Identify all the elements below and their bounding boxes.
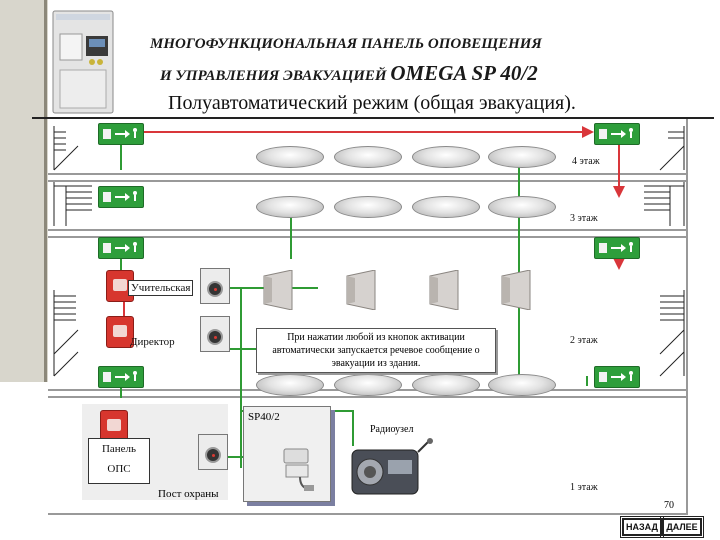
left-decor-line bbox=[44, 0, 47, 382]
ceiling-speaker bbox=[412, 196, 480, 218]
page-title-line2: И УПРАВЛЕНИЯ ЭВАКУАЦИЕЙ OMEGA SP 40/2 bbox=[160, 61, 720, 86]
model-name: OMEGA SP 40/2 bbox=[390, 61, 538, 85]
director-station: Директор bbox=[96, 312, 230, 352]
floor-label-3: 3 этаж bbox=[570, 213, 598, 224]
ceiling-speaker bbox=[334, 374, 402, 396]
signal-line bbox=[120, 384, 122, 398]
page-title-line2-text: И УПРАВЛЕНИЯ ЭВАКУАЦИЕЙ bbox=[160, 68, 387, 84]
signal-line bbox=[330, 410, 352, 412]
teacher-room-station: Учительская bbox=[96, 266, 230, 304]
subtitle-underline bbox=[32, 117, 714, 119]
page-title-line1: МНОГОФУНКЦИОНАЛЬНАЯ ПАНЕЛЬ ОПОВЕЩЕНИЯ bbox=[150, 36, 542, 52]
page-subtitle: Полуавтоматический режим (общая эвакуаци… bbox=[168, 92, 576, 114]
ceiling-speaker bbox=[488, 374, 556, 396]
exit-sign bbox=[98, 237, 144, 259]
exit-arrow-icon bbox=[103, 242, 137, 253]
ceiling-speaker bbox=[488, 196, 556, 218]
next-button[interactable]: ДАЛЕЕ bbox=[660, 516, 704, 538]
evacuation-route bbox=[618, 128, 620, 188]
exit-arrow-icon bbox=[103, 371, 137, 382]
fire-panel-label: Панель ОПС bbox=[88, 438, 150, 484]
staircase-icon bbox=[659, 290, 685, 377]
evacuation-route bbox=[142, 131, 592, 133]
ceiling-speaker bbox=[256, 196, 324, 218]
ceiling-speaker bbox=[334, 146, 402, 168]
route-arrow-icon bbox=[613, 186, 625, 198]
exit-sign bbox=[594, 123, 640, 145]
sp40-label: SP40/2 bbox=[248, 411, 280, 423]
back-button[interactable]: НАЗАД bbox=[620, 516, 664, 538]
floor-label-4: 4 этаж bbox=[572, 156, 600, 167]
omega-panel-image bbox=[52, 10, 114, 114]
floor-separator bbox=[48, 173, 686, 182]
exit-sign bbox=[594, 237, 640, 259]
route-arrow-icon bbox=[613, 258, 625, 270]
signal-line bbox=[225, 456, 243, 458]
ceiling-speaker bbox=[334, 196, 402, 218]
fire-panel-label-line1: Панель bbox=[101, 443, 137, 455]
activation-note: При нажатии любой из кнопок активации ав… bbox=[256, 328, 496, 373]
staircase-icon bbox=[53, 126, 79, 171]
floor-label-1: 1 этаж bbox=[570, 482, 598, 493]
signal-line bbox=[120, 140, 122, 170]
exit-sign bbox=[98, 366, 144, 388]
activation-key-switch[interactable] bbox=[200, 316, 230, 352]
staircase-icon bbox=[53, 290, 79, 377]
microphone-icon bbox=[283, 448, 314, 491]
exit-arrow-icon bbox=[599, 371, 633, 382]
exit-arrow-icon bbox=[103, 128, 137, 139]
page-number: 70 bbox=[664, 500, 674, 511]
manual-call-point[interactable] bbox=[106, 316, 134, 348]
exit-arrow-icon bbox=[103, 191, 137, 202]
exit-sign bbox=[98, 186, 144, 208]
sp40-unit: SP40/2 bbox=[243, 406, 331, 502]
signal-line bbox=[352, 410, 354, 446]
manual-call-point[interactable] bbox=[100, 410, 128, 442]
radio-node-icon bbox=[351, 438, 433, 495]
radio-node-label: Радиоузел bbox=[370, 424, 414, 435]
signal-line bbox=[228, 348, 256, 350]
signal-line bbox=[240, 288, 242, 468]
wall-speaker-icon bbox=[429, 270, 459, 310]
activation-key-switch[interactable] bbox=[200, 268, 230, 304]
staircase-icon bbox=[659, 126, 685, 171]
floor-label-2: 2 этаж bbox=[570, 335, 598, 346]
floor-separator bbox=[48, 229, 686, 238]
wall-speaker-icon bbox=[346, 270, 376, 310]
wall-speaker-icon bbox=[263, 270, 293, 310]
building-outline bbox=[48, 119, 688, 515]
route-arrow-icon bbox=[582, 126, 594, 138]
director-label: Директор bbox=[130, 336, 175, 348]
staircase-icon bbox=[53, 182, 92, 226]
exit-arrow-icon bbox=[599, 128, 633, 139]
signal-line bbox=[290, 213, 292, 259]
wall-speaker-icon bbox=[501, 270, 531, 310]
staircase-icon bbox=[644, 182, 685, 226]
guard-post-label: Пост охраны bbox=[158, 488, 219, 500]
left-decor-bar bbox=[0, 0, 48, 382]
ceiling-speaker bbox=[488, 146, 556, 168]
evacuation-route bbox=[123, 286, 125, 322]
ceiling-speaker bbox=[412, 374, 480, 396]
signal-line bbox=[586, 376, 588, 386]
exit-sign bbox=[594, 366, 640, 388]
ceiling-speaker bbox=[256, 374, 324, 396]
ceiling-speaker bbox=[412, 146, 480, 168]
fire-panel-label-line2: ОПС bbox=[107, 463, 131, 475]
activation-key-switch[interactable] bbox=[198, 434, 228, 470]
ceiling-speaker bbox=[256, 146, 324, 168]
exit-arrow-icon bbox=[599, 242, 633, 253]
teacher-room-label: Учительская bbox=[128, 280, 194, 296]
exit-sign bbox=[98, 123, 144, 145]
signal-line bbox=[120, 250, 122, 272]
